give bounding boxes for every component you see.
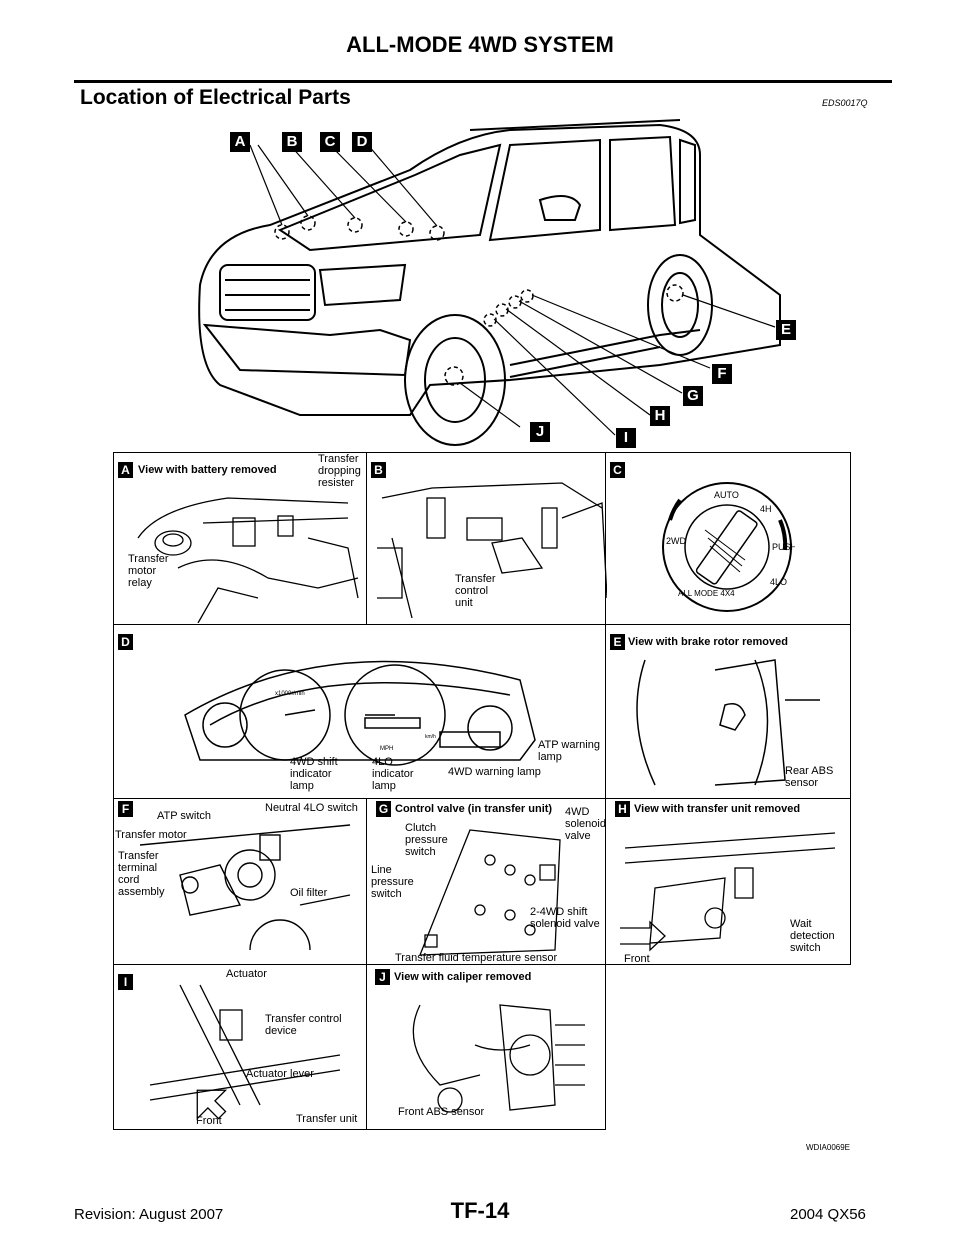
panel-d-label-shift-indicator: 4WD shift indicator lamp <box>290 756 338 792</box>
panel-c-dial-4h: 4H <box>760 504 772 514</box>
panel-e-tag: E <box>610 634 625 650</box>
panel-d-label-warning-lamp: 4WD warning lamp <box>448 766 541 778</box>
panel-g-label-fluid-temp: Transfer fluid temperature sensor <box>395 952 558 964</box>
tag-h-overview: H <box>650 406 670 426</box>
panel-g-label-clutch: Clutch pressure switch <box>405 822 448 858</box>
panel-g-label-line-pressure: Line pressure switch <box>371 864 414 900</box>
footer-page-number: TF-14 <box>450 1198 510 1223</box>
tag-f-overview: F <box>712 364 732 384</box>
panel-i-label-actuator: Actuator <box>226 968 267 980</box>
panel-g-tag: G <box>376 801 391 817</box>
tag-j-overview: J <box>530 422 550 442</box>
panel-b-tag: B <box>371 462 386 478</box>
panel-f-label-neutral-4lo: Neutral 4LO switch <box>265 802 358 814</box>
panel-d-cluster: x1000r/min MPH km/h <box>184 660 536 766</box>
panel-f-drawing <box>139 824 351 951</box>
page-header-title: ALL-MODE 4WD SYSTEM <box>346 32 614 57</box>
figure-code: WDIA0069E <box>806 1143 851 1152</box>
tag-a-overview: A <box>230 132 250 152</box>
panel-g-caption: Control valve (in transfer unit) <box>395 803 553 815</box>
panel-f-label-transfer-motor: Transfer motor <box>115 829 187 841</box>
panel-d-label-4lo-indicator: 4LO indicator lamp <box>372 756 414 792</box>
panel-f-label-oil-filter: Oil filter <box>290 887 328 899</box>
tag-c-overview: C <box>320 132 340 152</box>
panel-a-tag: A <box>118 462 133 478</box>
panel-f-tag: F <box>118 801 133 817</box>
panel-h-label-front: Front <box>624 953 650 965</box>
panel-h-caption: View with transfer unit removed <box>634 803 801 815</box>
panel-i-label-actuator-lever: Actuator lever <box>246 1068 314 1080</box>
header-rule <box>74 80 892 83</box>
tag-e-overview: E <box>776 320 796 340</box>
panel-j-label-front-abs: Front ABS sensor <box>398 1106 485 1118</box>
panel-i-label-front: Front <box>196 1115 222 1127</box>
tag-g-overview: G <box>683 386 703 406</box>
panel-c-dial-2wd: 2WD <box>666 536 687 546</box>
panel-f-label-terminal-cord: Transfer terminal cord assembly <box>118 850 165 898</box>
panel-d-kmh-unit: km/h <box>425 734 436 740</box>
footer-revision: Revision: August 2007 <box>74 1206 224 1223</box>
panel-c-dial-4lo: 4LO <box>770 577 787 587</box>
detail-grid <box>113 452 851 1130</box>
panel-a-caption: View with battery removed <box>138 464 277 476</box>
panel-j-caption: View with caliper removed <box>394 971 532 983</box>
panel-d-tag: D <box>118 634 133 650</box>
panel-c-dial: AUTO 4H PUSH 4LO 2WD ALL MODE 4X4 <box>662 482 795 612</box>
tag-i-overview: I <box>616 428 636 448</box>
vehicle-overview-illustration <box>180 115 820 455</box>
panel-c-dial-push: PUSH <box>772 542 795 552</box>
panel-b-drawing <box>377 482 607 619</box>
panel-h-tag: H <box>615 801 630 817</box>
panel-j-tag: J <box>375 969 390 985</box>
tag-b-overview: B <box>282 132 302 152</box>
section-code: EDS0017Q <box>822 98 868 108</box>
panel-i-label-control-device: Transfer control device <box>265 1013 342 1037</box>
panel-g-label-shift-solenoid: 2-4WD shift solenoid valve <box>530 906 600 930</box>
panel-a-drawing <box>137 497 359 623</box>
panel-c-tag: C <box>610 462 625 478</box>
panel-i-tag: I <box>118 974 133 990</box>
panel-e-caption: View with brake rotor removed <box>628 636 788 648</box>
panel-g-label-4wd-solenoid: 4WD solenoid valve <box>565 806 606 842</box>
tag-d-overview: D <box>352 132 372 152</box>
panel-d-rpm-unit: x1000r/min <box>275 691 305 697</box>
panel-h-drawing <box>620 832 836 952</box>
panel-e-drawing <box>636 659 820 786</box>
section-title: Location of Electrical Parts <box>80 86 351 109</box>
panel-a-label-dropping-resister: Transfer dropping resister <box>318 453 361 489</box>
panel-d-mph-unit: MPH <box>380 746 393 752</box>
panel-f-label-atp-switch: ATP switch <box>157 810 211 822</box>
panel-g-drawing <box>419 829 561 956</box>
panel-i-drawing <box>149 984 341 1121</box>
footer-model: 2004 QX56 <box>790 1206 866 1223</box>
panel-d-label-atp-warning: ATP warning lamp <box>538 739 600 763</box>
vehicle-drawing <box>198 119 781 446</box>
panel-e-label-rear-abs: Rear ABS sensor <box>785 765 834 789</box>
panel-a-label-motor-relay: Transfer motor relay <box>128 553 169 589</box>
panel-c-dial-all-mode: ALL MODE 4X4 <box>678 589 735 598</box>
panel-i-label-transfer-unit: Transfer unit <box>296 1113 358 1125</box>
panel-c-dial-auto: AUTO <box>714 490 739 500</box>
panel-h-label-wait-detection: Wait detection switch <box>790 918 835 954</box>
panel-j-drawing <box>412 1004 585 1113</box>
panel-b-label-control-unit: Transfer control unit <box>455 573 496 609</box>
